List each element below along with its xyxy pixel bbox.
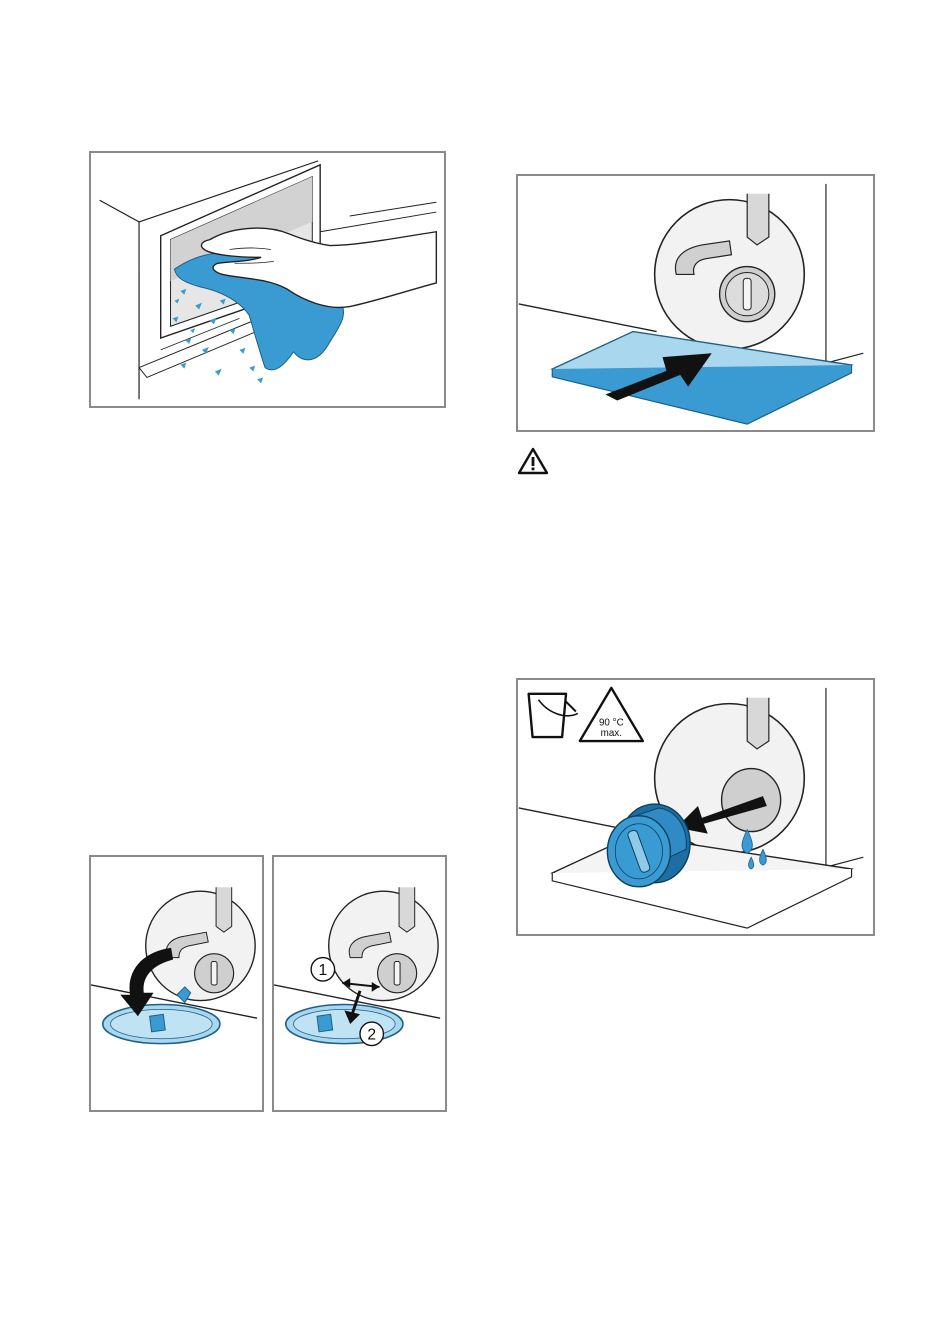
cleaning-illustration [91,153,444,406]
open-flap-illustration [91,857,262,1110]
figure-tray-under-filter [516,174,875,432]
figure-cleaning-drawer-recess [89,151,446,408]
temp-note: max. [601,728,622,739]
remove-flap-illustration: 1 2 [274,857,445,1110]
temp-value: 90 °C [599,717,624,728]
step-2-label: 2 [367,1027,376,1044]
bucket-icon [529,694,578,737]
figure-drain-pump-filter: 90 °C max. [516,678,875,936]
figure-open-flap [89,855,264,1112]
tray-illustration [518,176,873,430]
hot-water-warning-icon: 90 °C max. [580,688,643,741]
warning-triangle-icon [517,447,549,475]
drain-illustration: 90 °C max. [518,680,873,934]
step-1-label: 1 [319,962,328,979]
figure-remove-flap: 1 2 [272,855,447,1112]
